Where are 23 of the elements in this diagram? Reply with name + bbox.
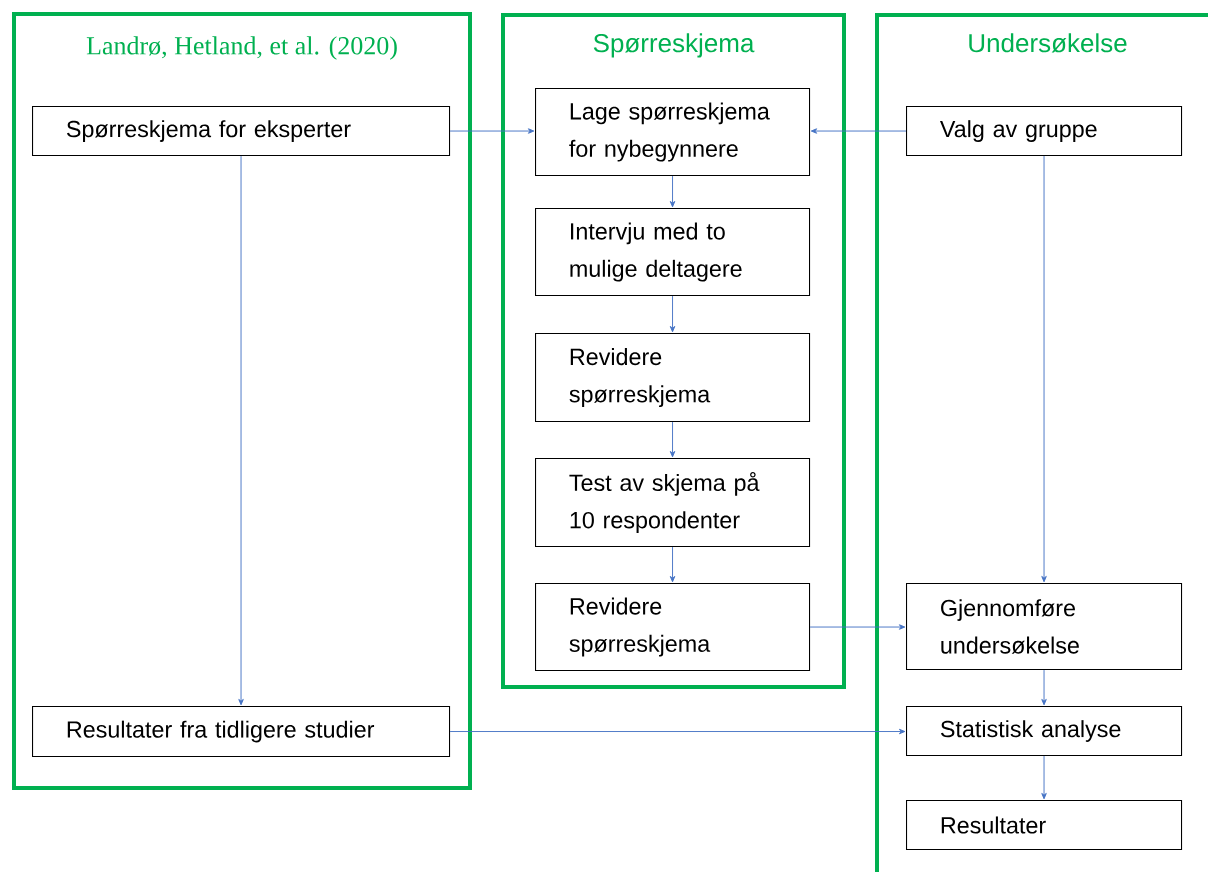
process-box: Resultater fra tidligere studier (32, 706, 451, 758)
arrow (1041, 155, 1047, 583)
process-box: Valg av gruppe (906, 106, 1183, 157)
process-box: Statistisk analyse (906, 706, 1183, 757)
process-box: Revidere spørreskjema (535, 583, 811, 672)
arrow (669, 175, 676, 208)
process-box: Lage spørreskjema for nybegynnere (535, 88, 811, 177)
process-box: Test av skjema på 10 respondenter (535, 458, 811, 548)
arrow (810, 128, 907, 134)
arrow (809, 624, 906, 630)
arrow (669, 546, 676, 583)
arrow (449, 728, 906, 735)
process-box: Spørreskjema for eksperter (32, 106, 451, 157)
arrow (1041, 755, 1047, 800)
process-box: Resultater (906, 800, 1183, 851)
arrow (669, 421, 676, 458)
arrow (669, 295, 676, 333)
process-box: Revidere spørreskjema (535, 333, 811, 423)
arrow (238, 155, 244, 706)
process-box: Intervju med to mulige deltagere (535, 208, 811, 297)
arrow (449, 128, 535, 134)
process-box: Gjennomføre undersøkelse (906, 583, 1183, 671)
arrow (1041, 669, 1047, 706)
